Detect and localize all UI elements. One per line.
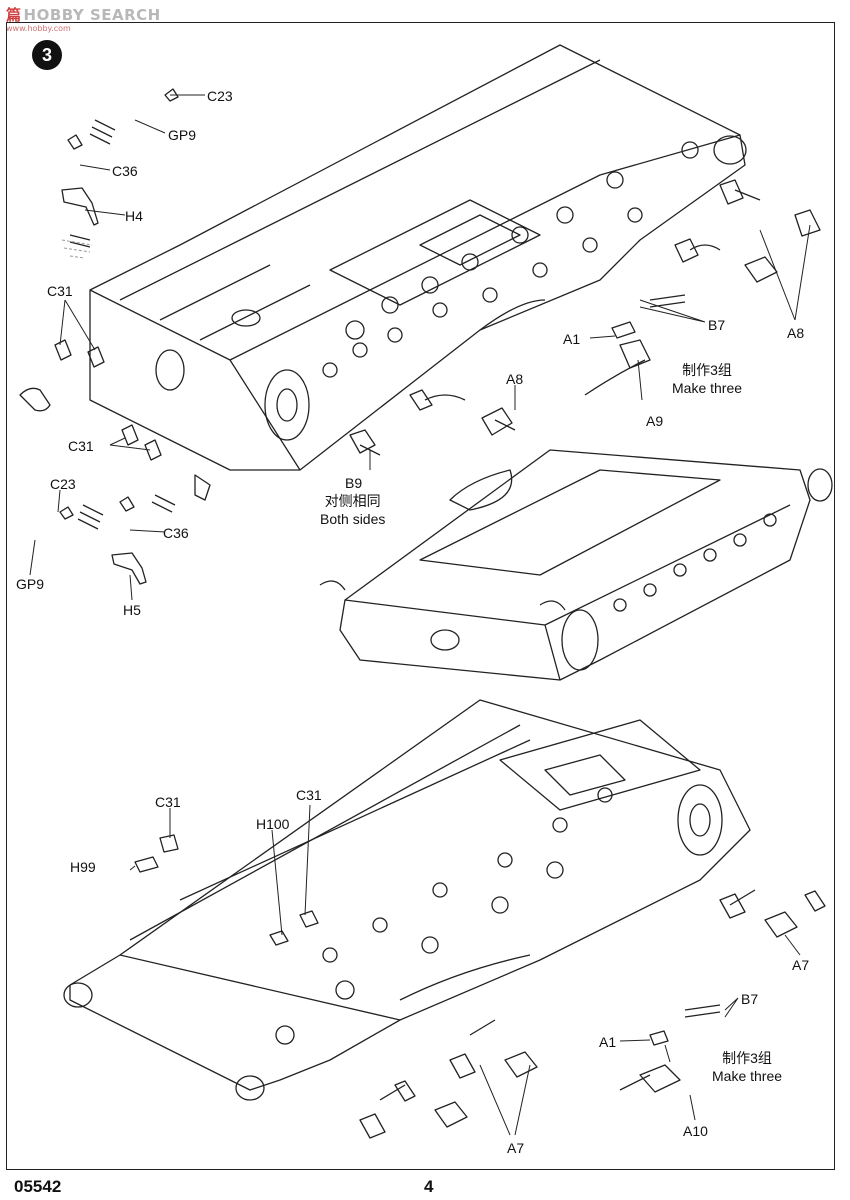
- label-c36-top: C36: [112, 163, 138, 179]
- make-three-cn-bottom: 制作3组: [722, 1050, 772, 1066]
- label-h4: H4: [125, 208, 143, 224]
- label-a8-right: A8: [787, 325, 805, 341]
- top-hull-drawing: [89, 44, 747, 471]
- label-b7-bottom: B7: [741, 991, 759, 1007]
- label-h5: H5: [123, 602, 141, 618]
- b9-note: 对侧相同 Both sides: [320, 492, 385, 528]
- label-a1-top: A1: [563, 331, 581, 347]
- b9-note-en: Both sides: [320, 511, 386, 527]
- label-c36-mid: C36: [163, 525, 189, 541]
- label-a9: A9: [646, 413, 664, 429]
- label-a10: A10: [683, 1123, 708, 1139]
- label-a1-bottom: A1: [599, 1034, 617, 1050]
- make-three-cn-top: 制作3组: [682, 362, 732, 378]
- step-number-badge: 3: [32, 40, 62, 70]
- label-a7-right: A7: [792, 957, 810, 973]
- watermark-sub: www.hobby.com: [6, 24, 71, 33]
- make-three-note-bottom: 制作3组 Make three: [712, 1049, 782, 1085]
- page-number: 4: [424, 1177, 434, 1196]
- top-hull-parts: [19, 88, 821, 585]
- label-c23-mid: C23: [50, 476, 76, 492]
- label-c31-bottom-left: C31: [155, 794, 181, 810]
- label-b9: B9: [345, 475, 363, 491]
- label-h100: H100: [256, 816, 290, 832]
- label-c31-left-top: C31: [47, 283, 73, 299]
- label-gp9-top: GP9: [168, 127, 197, 143]
- b9-note-cn: 对侧相同: [324, 493, 381, 509]
- middle-hull-drawing: [319, 449, 833, 681]
- label-h99: H99: [70, 859, 96, 875]
- label-b7-top: B7: [708, 317, 726, 333]
- label-a7-bottom: A7: [507, 1140, 525, 1156]
- label-c31-left-mid: C31: [68, 438, 94, 454]
- make-three-en-bottom: Make three: [712, 1068, 783, 1084]
- label-c31-bottom-center: C31: [296, 787, 322, 803]
- label-c23-top: C23: [207, 88, 233, 104]
- label-a8-mid: A8: [506, 371, 524, 387]
- product-code: 05542: [14, 1177, 62, 1196]
- page-frame: [6, 22, 835, 1170]
- make-three-note-top: 制作3组 Make three: [672, 361, 742, 397]
- watermark-cn: 篇: [6, 6, 22, 24]
- watermark-text: HOBBY SEARCH: [23, 6, 161, 24]
- bottom-hull-drawing: [63, 699, 751, 1101]
- bottom-hull-parts: [134, 834, 826, 1139]
- make-three-en-top: Make three: [672, 380, 743, 396]
- label-gp9-mid: GP9: [16, 576, 45, 592]
